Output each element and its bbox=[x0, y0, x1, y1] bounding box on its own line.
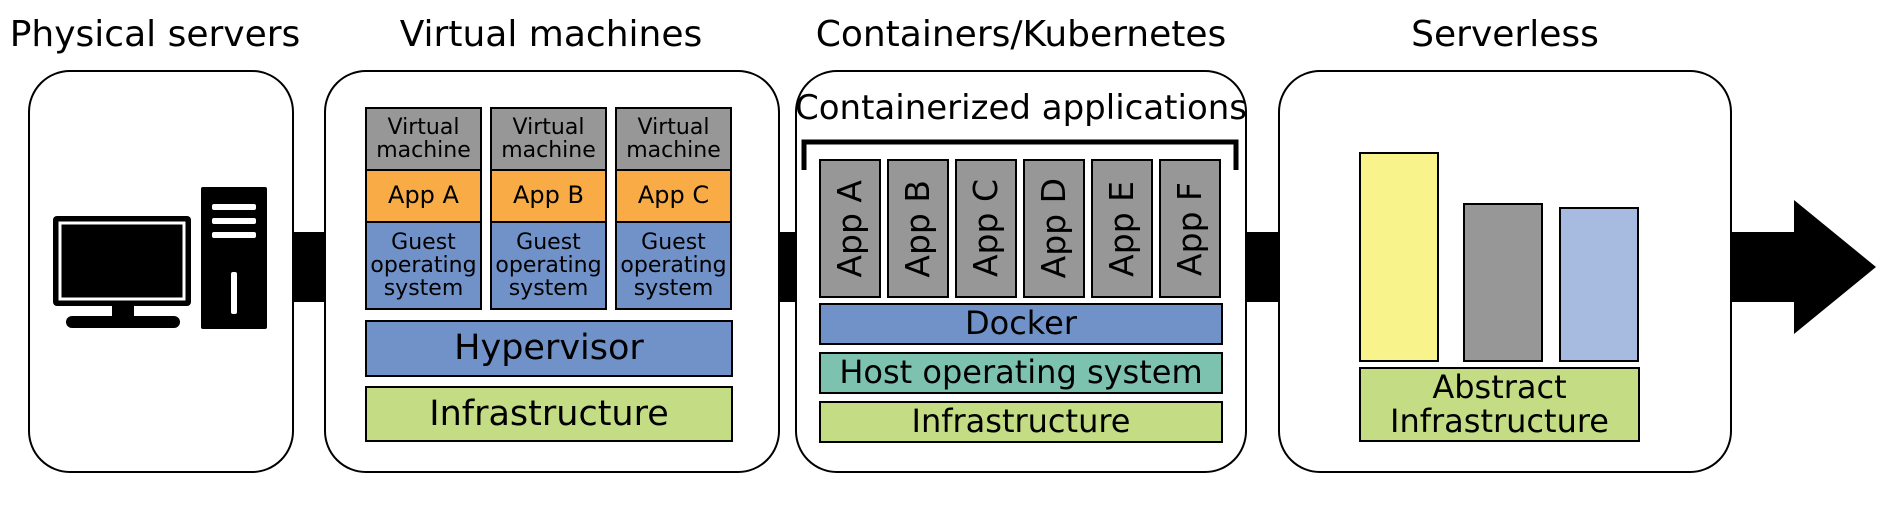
container-app-label: App B bbox=[897, 179, 937, 278]
connector-bar bbox=[1246, 232, 1280, 302]
connector-bar bbox=[778, 232, 796, 302]
vm-box: Virtual machine bbox=[365, 107, 482, 171]
vm-box: Virtual machine bbox=[490, 107, 607, 171]
container-app-box: App C bbox=[955, 159, 1017, 298]
container-app-label: App D bbox=[1033, 178, 1073, 279]
vm-app-box: App A bbox=[365, 169, 482, 223]
containerized-apps-title: Containerized applications bbox=[795, 88, 1248, 128]
vm-app-box: App C bbox=[615, 169, 732, 223]
container-app-label: App F bbox=[1169, 181, 1209, 276]
container-app-box: App F bbox=[1159, 159, 1221, 298]
vm-app-box: App B bbox=[490, 169, 607, 223]
serverless-function-block bbox=[1559, 207, 1639, 362]
desktop-computer-icon bbox=[53, 185, 269, 330]
container-app-box: App A bbox=[819, 159, 881, 298]
container-app-label: App A bbox=[829, 179, 869, 278]
docker-box: Docker bbox=[819, 303, 1223, 345]
serverless-function-block bbox=[1359, 152, 1439, 362]
container-infrastructure-box: Infrastructure bbox=[819, 401, 1223, 443]
container-app-label: App C bbox=[965, 179, 1005, 278]
container-app-box: App B bbox=[887, 159, 949, 298]
heading-virtual-machines: Virtual machines bbox=[399, 13, 703, 55]
guest-os-box: Guest operating system bbox=[365, 221, 482, 310]
abstract-infrastructure-box: Abstract Infrastructure bbox=[1359, 367, 1640, 442]
containerized-apps-bracket bbox=[801, 139, 1239, 170]
heading-serverless: Serverless bbox=[1411, 13, 1599, 55]
container-app-box: App E bbox=[1091, 159, 1153, 298]
heading-physical-servers: Physical servers bbox=[9, 13, 301, 55]
container-app-box: App D bbox=[1023, 159, 1085, 298]
vm-box: Virtual machine bbox=[615, 107, 732, 171]
progression-arrow-icon bbox=[1730, 200, 1876, 334]
connector-bar bbox=[292, 232, 326, 302]
hypervisor-box: Hypervisor bbox=[365, 320, 733, 377]
container-app-label: App E bbox=[1101, 180, 1141, 277]
serverless-function-block bbox=[1463, 203, 1543, 362]
vm-infrastructure-box: Infrastructure bbox=[365, 386, 733, 442]
guest-os-box: Guest operating system bbox=[490, 221, 607, 310]
guest-os-box: Guest operating system bbox=[615, 221, 732, 310]
heading-containers-kubernetes: Containers/Kubernetes bbox=[815, 13, 1227, 55]
host-os-box: Host operating system bbox=[819, 352, 1223, 394]
